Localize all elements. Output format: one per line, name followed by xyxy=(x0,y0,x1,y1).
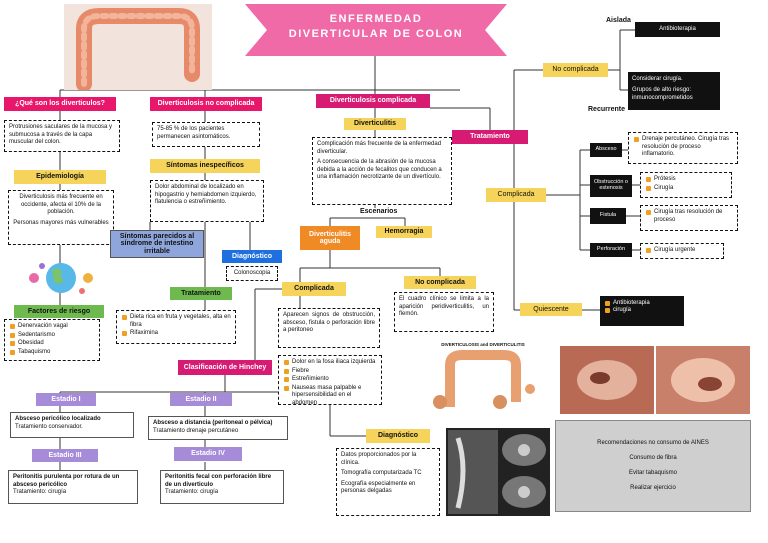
quiescente-label: Quiescente xyxy=(520,303,582,316)
hemorragia-label: Hemorragia xyxy=(376,226,432,238)
absceso-item: Drenaje percutáneo. Cirugía tras resoluc… xyxy=(633,136,733,159)
tratamiento-left-list: Dieta rica en fruta y vegetales, alta en… xyxy=(116,310,236,344)
tratamiento-left-label: Tratamiento xyxy=(170,287,232,300)
obstruccion-item: Prótesis xyxy=(645,176,727,184)
estadio-1-label: Estadio I xyxy=(36,393,96,406)
sintomas-label: Síntomas inespecíficos xyxy=(150,159,260,173)
que-son-text: Protrusiones saculares de la mucosa y su… xyxy=(4,120,120,152)
aislada-label: Aislada xyxy=(606,17,631,24)
sintoma-item: Dolor en la fosa iliaca izquierda xyxy=(283,359,377,367)
recurrente-box: Considerar cirugía. Grupos de alto riesg… xyxy=(628,72,720,110)
aguda-label: Diverticulitis aguda xyxy=(300,226,360,250)
quiescente-box: Antibioterapia cirugía xyxy=(600,296,684,326)
recomendacion-item: Recomendaciones no consumo de AINES xyxy=(597,440,709,446)
factor-item: Sedentarismo xyxy=(9,332,95,340)
estadio-2-label: Estadio II xyxy=(170,393,232,406)
estadio-4-box: Peritonitis fecal con perforación libre … xyxy=(160,470,284,504)
diagnostico-left-label: Diagnóstico xyxy=(222,250,282,263)
estadio-4-label: Estadio IV xyxy=(174,447,242,461)
escenarios-label: Escenarios xyxy=(358,208,400,217)
sintoma-item: Nauseas masa palpable e hipersensibilida… xyxy=(283,385,377,408)
absceso-label: Absceso xyxy=(590,143,622,157)
sintomas-text: Dolor abdominal de localizado en hipogas… xyxy=(150,180,264,222)
fistula-label: Fistula xyxy=(590,208,626,224)
fistula-box: Cirugía tras resolución de proceso xyxy=(640,205,738,231)
complicada-mid-list: Dolor en la fosa iliaca izquierda Fiebre… xyxy=(278,355,382,408)
perforacion-box: Cirugía urgente xyxy=(640,243,724,259)
recurrente-label: Recurrente xyxy=(588,106,625,113)
factor-item: Obesidad xyxy=(9,340,95,348)
antibioterapia-box: Antibioterapia xyxy=(635,22,720,37)
perforacion-item: Cirugía urgente xyxy=(645,247,719,255)
diverticulitis-label: Diverticulitis xyxy=(344,118,406,130)
factores-list: Denervación vagal Sedentarismo Obesidad … xyxy=(4,319,100,361)
tratamiento-item: Rifaximina xyxy=(121,330,231,338)
diagnostico-mid-text: Datos proporcionados por la clínica. Tom… xyxy=(336,448,440,516)
sintoma-item: Estreñimiento xyxy=(283,376,377,384)
quiescente-item: cirugía xyxy=(604,307,680,313)
factor-item: Denervación vagal xyxy=(9,323,95,331)
diverticulitis-text: Complicación más frecuente de la enferme… xyxy=(312,137,452,205)
sindrome-label: Síntomas parecidos al síndrome de intest… xyxy=(110,230,204,258)
recomendacion-item: Consumo de fibra xyxy=(629,455,677,461)
obstruccion-label: Obstrucción o estenosis xyxy=(590,175,632,197)
diagnostico-left-text: Colonoscopia xyxy=(226,266,278,281)
endoscopy-photos xyxy=(560,346,750,414)
complicada-mid-label: Complicada xyxy=(282,282,346,296)
absceso-box: Drenaje percutáneo. Cirugía tras resoluc… xyxy=(628,132,738,164)
hinchey-label: Clasificación de Hinchey xyxy=(178,360,272,375)
no-complicada-left-text: 75-85 % de los pacientes permanecen asin… xyxy=(152,122,260,147)
fistula-item: Cirugía tras resolución de proceso xyxy=(645,209,733,224)
no-complicada-right-label: No complicada xyxy=(543,63,608,77)
tratamiento-right-label: Tratamiento xyxy=(452,130,528,144)
obstruccion-box: Prótesis Cirugía xyxy=(640,172,732,198)
globe-illustration xyxy=(22,258,100,298)
no-complicada-mid-text: El cuadro clínico se limita a la aparici… xyxy=(394,292,494,332)
factores-label: Factores de riesgo xyxy=(14,305,104,318)
estadio-3-box: Peritonitis purulenta por rotura de un a… xyxy=(8,470,138,504)
factor-item: Tabaquismo xyxy=(9,349,95,357)
complicada-right-label: Complicada xyxy=(486,188,546,202)
diagnostico-mid-label: Diagnóstico xyxy=(366,429,430,443)
page-title: ENFERMEDAD DIVERTICULAR DE COLON xyxy=(288,13,464,40)
estadio-1-box: Absceso pericólico localizado Tratamient… xyxy=(10,412,134,438)
epidemiologia-label: Epidemiología xyxy=(14,170,106,184)
title-banner: ENFERMEDAD DIVERTICULAR DE COLON xyxy=(245,4,507,56)
complicada-center-label: Diverticulosis complicada xyxy=(316,94,430,108)
tratamiento-item: Dieta rica en fruta y vegetales, alta en… xyxy=(121,314,231,329)
colon-illustration xyxy=(64,4,212,92)
quiescente-item: Antibioterapia xyxy=(604,300,680,306)
ct-scan-images xyxy=(446,428,550,516)
estadio-2-box: Absceso a distancia (peritoneal o pélvic… xyxy=(148,416,288,440)
diverticulosis-illustration: DIVERTICULOSIS and DIVERTICULITIS xyxy=(420,342,546,418)
recomendacion-item: Evitar tabaquismo xyxy=(628,470,678,476)
sintoma-item: Fiebre xyxy=(283,368,377,376)
no-complicada-left-label: Diverticulosis no complicada xyxy=(150,97,262,111)
recomendacion-item: Realizar ejercicio xyxy=(630,485,676,491)
recomendaciones-box: Recomendaciones no consumo de AINES Cons… xyxy=(555,420,751,512)
no-complicada-mid-label: No complicada xyxy=(404,276,476,289)
obstruccion-item: Cirugía xyxy=(645,185,727,193)
epidemiologia-text: Diverticulosis más frecuente en occident… xyxy=(8,190,114,245)
estadio-3-label: Estadio III xyxy=(32,449,98,462)
illustration-caption: DIVERTICULOSIS and DIVERTICULITIS xyxy=(441,342,525,347)
que-son-label: ¿Qué son los diverticulos? xyxy=(4,97,116,111)
complicada-mid-text: Aparecen signos de obstrucción, absceso,… xyxy=(278,308,380,348)
perforacion-label: Perforación xyxy=(590,243,632,257)
